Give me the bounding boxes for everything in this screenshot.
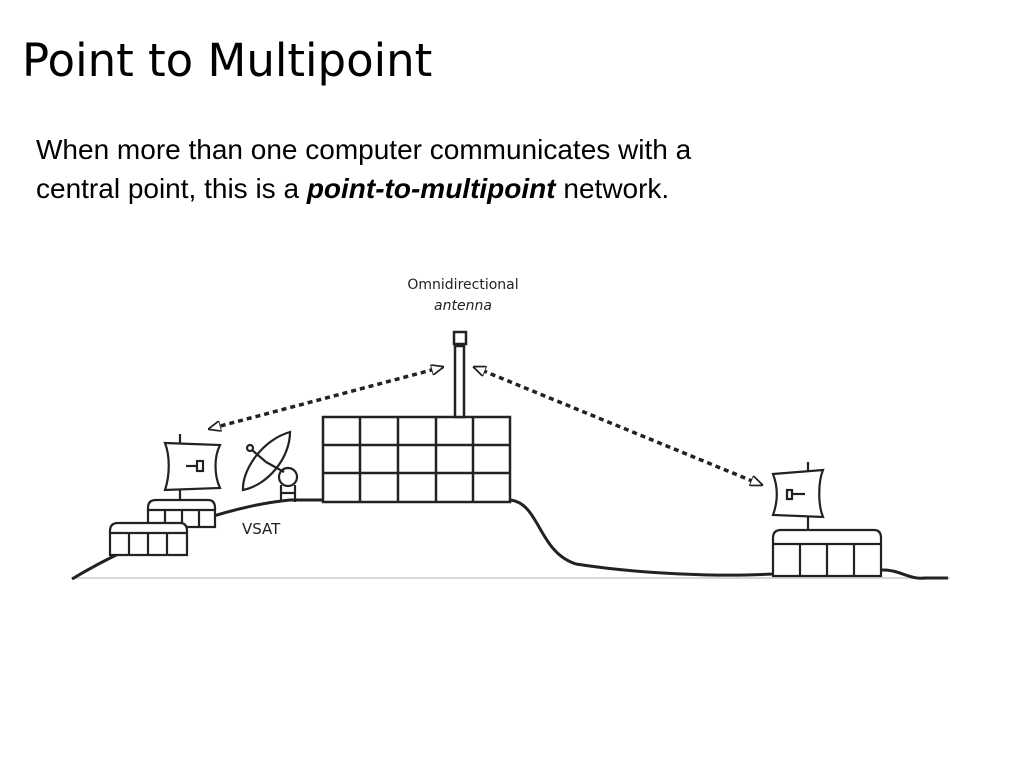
antenna-label-line-1: Omnidirectional [407,277,518,293]
antenna-label-line-2: antenna [434,298,492,314]
description-line-2-suffix: network. [555,173,670,204]
description-line-1: When more than one computer communicates… [36,134,692,165]
left-directional-antenna [163,434,222,500]
vsat-label: VSAT [242,520,281,538]
right-directional-antenna [771,462,825,530]
description-line-2-prefix: central point, this is a [36,173,307,204]
left-house-lower [108,521,189,557]
right-house [771,528,883,578]
point-to-multipoint-term: point-to-multipoint [306,173,556,204]
central-building [321,415,512,504]
wireless-link-right [474,365,762,487]
omnidirectional-antenna [452,330,468,419]
description-paragraph: When more than one computer communicates… [36,130,936,208]
vsat-dish [241,430,299,502]
page-title: Point to Multipoint [22,34,433,87]
wireless-link-left [209,367,443,429]
